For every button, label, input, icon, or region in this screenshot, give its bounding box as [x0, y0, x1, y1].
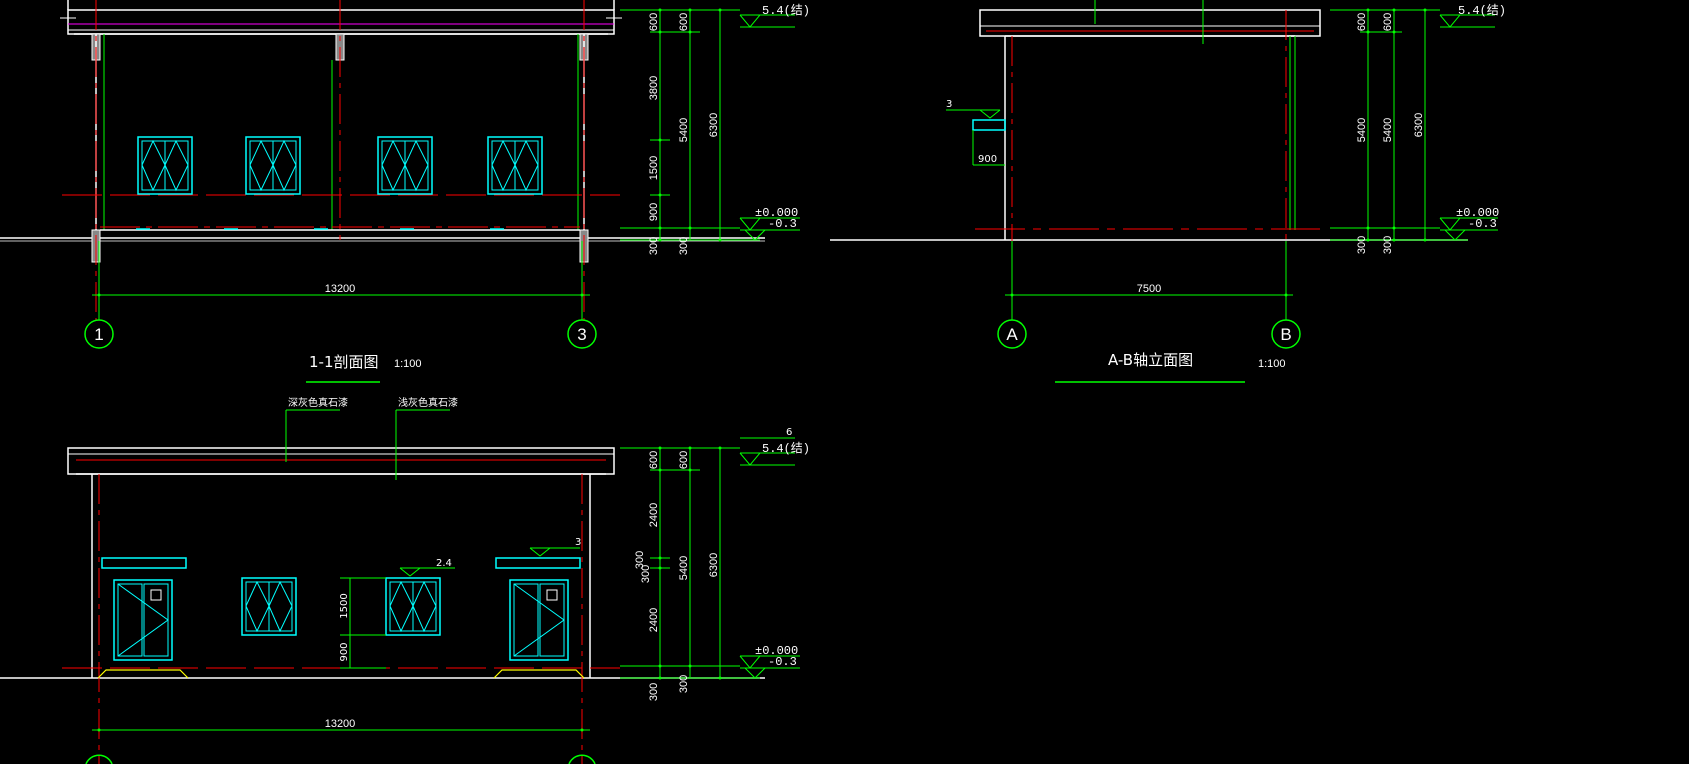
dim-text: 300 — [1356, 236, 1368, 254]
canopy-mark: 3 — [575, 537, 581, 548]
dim-text: 900 — [339, 642, 350, 661]
overall-dimension: 13200 — [325, 283, 356, 295]
level-ground: -0.3 — [768, 655, 797, 669]
dim-text: 3800 — [648, 76, 660, 100]
dim-text: 300 — [678, 675, 690, 693]
dim-text: 600 — [648, 13, 660, 31]
dim-text: 6300 — [708, 553, 720, 577]
elevation-a-b: 3 900 600 5400 300 600 5400 300 6300 5.4… — [830, 0, 1506, 383]
dim-text: 900 — [648, 203, 660, 221]
dim-text: 300 — [678, 237, 690, 255]
material-note: 深灰色真石漆 — [288, 396, 348, 409]
window-3 — [377, 136, 433, 195]
dim-text: 600 — [648, 451, 660, 469]
canopy-dim: 900 — [978, 154, 997, 165]
dim-text: 5400 — [678, 118, 690, 142]
roof-slab — [979, 9, 1321, 37]
axis-bubble — [1271, 319, 1301, 349]
axis-bubble — [84, 319, 114, 349]
dim-text: 300 — [648, 683, 660, 701]
dim-text: 300 — [1382, 236, 1394, 254]
level-zero: ±0.000 — [755, 644, 798, 658]
dim-text: 6300 — [1413, 113, 1425, 137]
axis-bubble — [997, 319, 1027, 349]
overall-dimension: 13200 — [325, 718, 356, 730]
level-zero: ±0.000 — [755, 206, 798, 220]
level-top: 5.4(结) — [1458, 3, 1506, 18]
window-4 — [487, 136, 543, 195]
drawing-scale: 1:100 — [394, 358, 422, 370]
axis-label: B — [1280, 325, 1291, 344]
level-ground: -0.3 — [768, 217, 797, 231]
door-right — [509, 579, 569, 661]
door-left — [113, 579, 173, 661]
dim-text: 600 — [678, 13, 690, 31]
drawing-title: 1-1剖面图 — [309, 353, 379, 371]
window-1 — [137, 136, 193, 195]
drawing-title: A-B轴立面图 — [1108, 351, 1193, 369]
window-6 — [385, 577, 441, 636]
dim-text: 1500 — [648, 156, 660, 180]
section-1-1: 600 3800 1500 900 300 600 5400 300 6300 … — [0, 0, 810, 383]
dim-text: 5400 — [1356, 118, 1368, 142]
roof-slab — [67, 447, 615, 475]
overall-dimension: 7500 — [1137, 283, 1161, 295]
drawing-scale: 1:100 — [1258, 358, 1286, 370]
dim-text: 600 — [1356, 13, 1368, 31]
material-note: 浅灰色真石漆 — [398, 396, 458, 409]
axis-bubble — [85, 754, 113, 764]
dim-text: 300 — [640, 565, 652, 583]
axis-label: 1 — [94, 325, 103, 344]
dim-text: 2400 — [648, 503, 660, 527]
dim-text: 1500 — [339, 593, 350, 618]
dim-text: 600 — [678, 451, 690, 469]
axis-bubble — [567, 319, 597, 349]
level-ground: -0.3 — [1468, 217, 1497, 231]
dim-text: 5400 — [1382, 118, 1394, 142]
window-level: 2.4 — [436, 558, 452, 569]
level-zero: ±0.000 — [1456, 206, 1499, 220]
dim-text: 300 — [648, 237, 660, 255]
axis-label: 3 — [577, 325, 586, 344]
window-2 — [245, 136, 301, 195]
level-top: 5.4(结) — [762, 441, 810, 456]
roof-mark: 6 — [786, 427, 792, 438]
axis-label: A — [1006, 325, 1018, 344]
dim-text: 2400 — [648, 608, 660, 632]
canopy-mark: 3 — [946, 99, 952, 110]
dim-text: 300 — [634, 551, 646, 569]
dim-text: 5400 — [678, 556, 690, 580]
axis-bubble — [568, 754, 596, 764]
elevation-front: 深灰色真石漆 浅灰色真石漆 3 — [0, 396, 810, 764]
level-top: 5.4(结) — [762, 3, 810, 18]
dim-text: 6300 — [708, 113, 720, 137]
window-5 — [241, 577, 297, 636]
dim-text: 600 — [1382, 13, 1394, 31]
